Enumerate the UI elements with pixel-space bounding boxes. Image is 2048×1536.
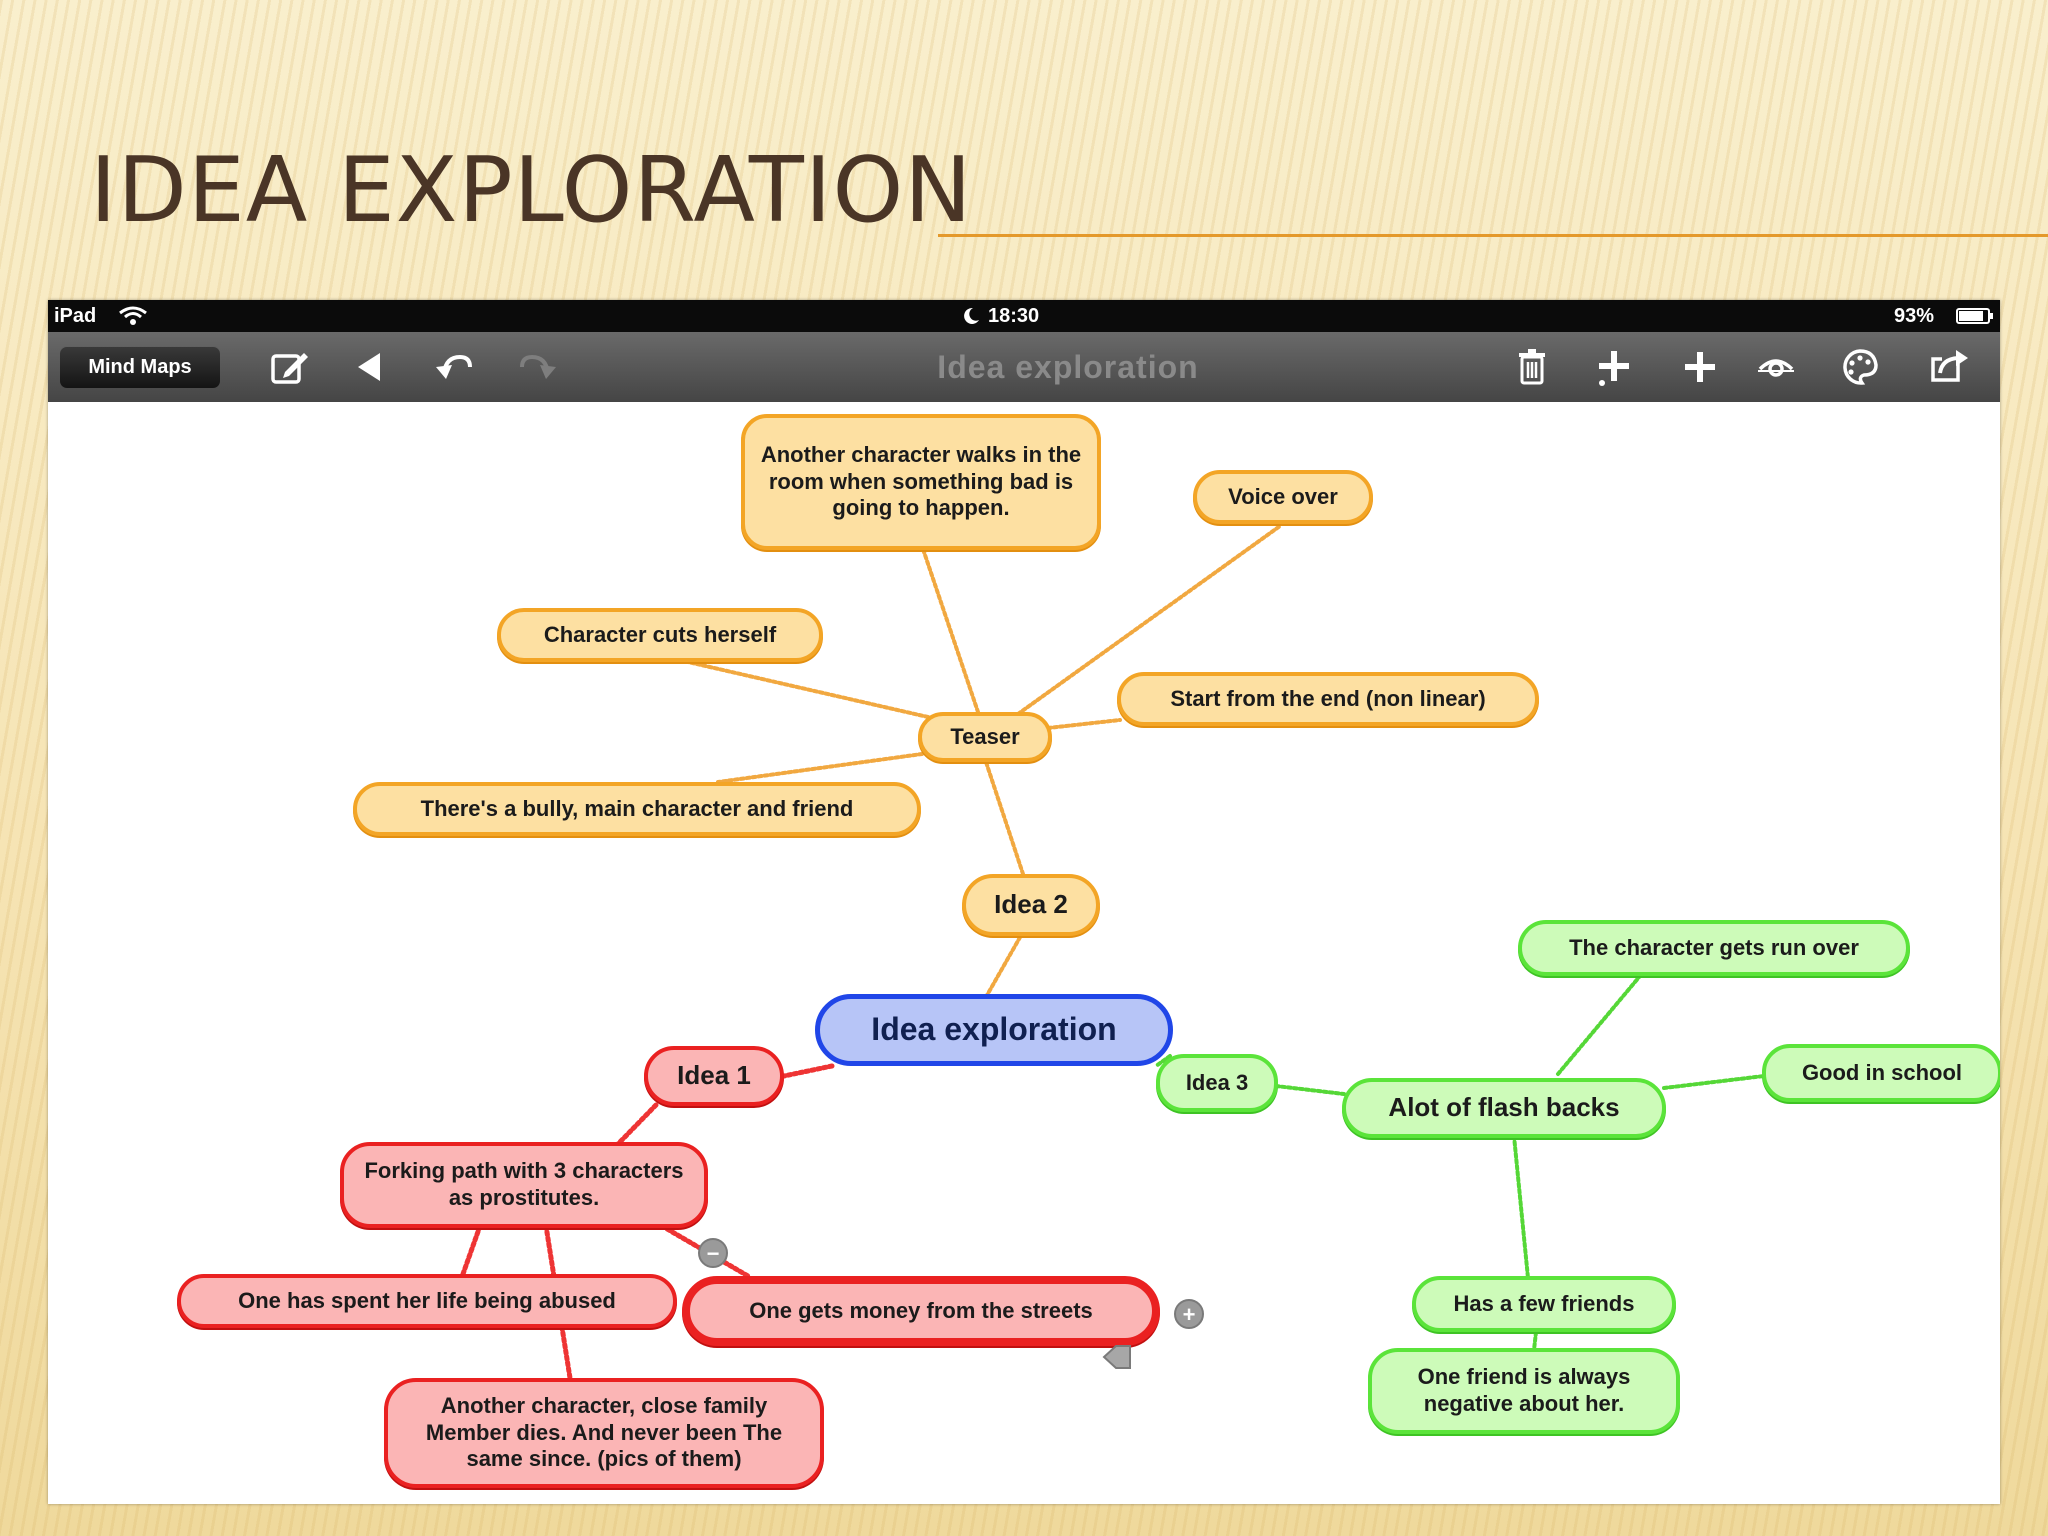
mindmap-connectors — [460, 524, 1766, 1381]
node-money-from-streets[interactable]: One gets money from the streets — [682, 1276, 1160, 1346]
device-label: iPad — [54, 305, 97, 327]
trash-icon[interactable] — [1510, 347, 1554, 387]
add-sibling-icon[interactable] — [1592, 347, 1636, 387]
share-icon[interactable] — [1928, 347, 1972, 387]
node-teaser[interactable]: Teaser — [918, 712, 1052, 762]
edge-center-idea1 — [781, 1063, 835, 1079]
node-voice-over[interactable]: Voice over — [1193, 470, 1373, 524]
edge-flashbacks-school — [1662, 1074, 1766, 1090]
edge-flashbacks-runover — [1556, 974, 1642, 1076]
node-start-from-the-end[interactable]: Start from the end (non linear) — [1117, 672, 1539, 726]
node-another-character-walks[interactable]: Another character walks in the room when… — [741, 414, 1101, 550]
node-idea-exploration-center[interactable]: Idea exploration — [815, 994, 1173, 1066]
undo-icon[interactable] — [432, 347, 476, 387]
edge-center-idea2 — [984, 930, 1025, 999]
mind-maps-button[interactable]: Mind Maps — [60, 346, 220, 388]
node-character-cuts-herself[interactable]: Character cuts herself — [497, 608, 823, 662]
battery-icon — [1956, 308, 1993, 324]
node-bully-main-character-friend[interactable]: There's a bully, main character and frie… — [353, 782, 921, 836]
node-idea-2[interactable]: Idea 2 — [962, 874, 1100, 936]
edge-teaser-cuts — [686, 660, 930, 719]
mindmap-canvas[interactable]: Another character walks in the room when… — [48, 402, 2000, 1504]
battery-percent: 93% — [1894, 305, 1935, 327]
node-idea-3[interactable]: Idea 3 — [1156, 1054, 1278, 1112]
slide-title: IDEA EXPLORATION — [90, 138, 973, 243]
node-alot-of-flash-backs[interactable]: Alot of flash backs — [1342, 1078, 1666, 1138]
edge-teaser-start-end — [1046, 718, 1122, 730]
edge-flashbacks-friends — [1512, 1134, 1530, 1280]
edge-forking-abused — [460, 1223, 483, 1277]
resize-handle-icon[interactable] — [1102, 1344, 1132, 1370]
battery-fill — [1959, 311, 1984, 321]
node-good-in-school[interactable]: Good in school — [1762, 1044, 2000, 1102]
palette-icon[interactable] — [1838, 347, 1882, 387]
edge-idea2-teaser — [983, 757, 1025, 876]
status-bar: iPad 18:30 93% — [48, 300, 2000, 332]
node-forking-path[interactable]: Forking path with 3 characters as prosti… — [340, 1142, 708, 1228]
add-node-icon[interactable]: + — [1174, 1299, 1204, 1329]
node-abused[interactable]: One has spent her life being abused — [177, 1274, 677, 1328]
edge-idea3-flashbacks — [1274, 1084, 1346, 1096]
edge-teaser-walks — [921, 547, 980, 714]
node-idea-1[interactable]: Idea 1 — [644, 1046, 784, 1106]
moon-icon — [964, 307, 979, 324]
toolbar: Mind Maps Idea exploration — [48, 332, 2000, 402]
add-child-icon[interactable] — [1678, 347, 1722, 387]
node-has-a-few-friends[interactable]: Has a few friends — [1412, 1276, 1676, 1332]
ipad-screenshot: iPad 18:30 93% Mind Maps — [48, 300, 2000, 1504]
edge-teaser-voiceover — [1016, 524, 1282, 716]
document-title: Idea exploration — [937, 349, 1199, 385]
redo-icon[interactable] — [516, 347, 560, 387]
clock: 18:30 — [988, 305, 1040, 327]
edge-teaser-bully — [716, 752, 924, 784]
edge-friends-negative — [1532, 1330, 1538, 1352]
title-underline — [938, 234, 2048, 237]
back-arrow-icon[interactable] — [348, 347, 392, 387]
edit-icon[interactable] — [268, 347, 312, 387]
collapse-toggle-icon[interactable]: − — [698, 1238, 728, 1268]
link-icon[interactable] — [1754, 347, 1798, 387]
wifi-icon — [119, 306, 147, 325]
edge-idea1-forking — [615, 1102, 659, 1147]
node-one-friend-negative[interactable]: One friend is always negative about her. — [1368, 1348, 1680, 1434]
node-close-family-member-dies[interactable]: Another character, close family Member d… — [384, 1378, 824, 1488]
node-character-gets-run-over[interactable]: The character gets run over — [1518, 920, 1910, 976]
